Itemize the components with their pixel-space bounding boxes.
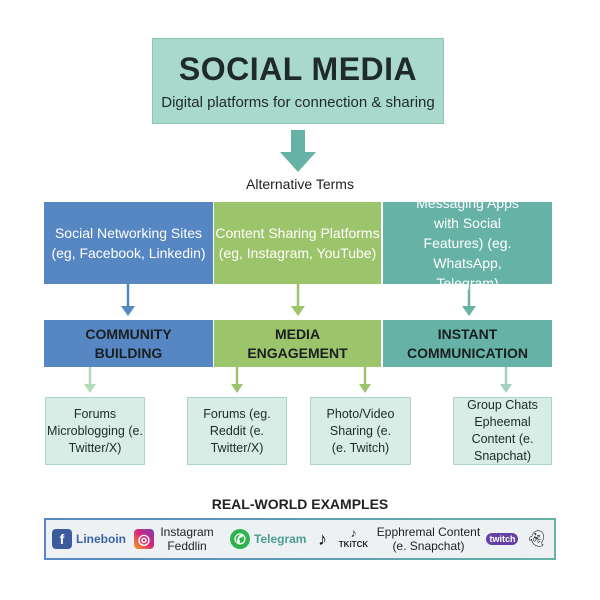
example-box: Forums (eg. Reddit (e. Twitter/X)	[187, 397, 287, 465]
example-label: Instagram Feddlin	[160, 525, 214, 553]
real-world-strip: f Lineboin ◎ Instagram Feddlin ✆ Telegra…	[44, 518, 556, 560]
main-arrow-icon	[280, 130, 316, 172]
term-box-content-sharing: Content Sharing Platforms (eg, Instagram…	[214, 202, 381, 284]
example-label: TKiTCK	[338, 540, 369, 549]
subtitle: Digital platforms for connection & shari…	[161, 94, 435, 111]
title-box: SOCIAL MEDIA Digital platforms for conne…	[152, 38, 444, 124]
tiktok-logo-icon: ♪TKiTCK	[338, 526, 369, 549]
instagram-icon: ◎	[134, 529, 154, 549]
real-world-title: REAL-WORLD EXAMPLES	[211, 496, 389, 512]
focus-community-building: COMMUNITY BUILDING	[44, 320, 213, 367]
focus-instant-communication: INSTANT COMMUNICATION	[383, 320, 552, 367]
term-box-messaging-apps: Messaging Apps with Social Features) (eg…	[383, 195, 552, 291]
focus-media-engagement: MEDIA ENGAGEMENT	[214, 320, 381, 367]
example-box: Photo/Video Sharing (e. (e. Twitch)	[310, 397, 411, 465]
example-label: Telegram	[254, 532, 307, 546]
example-label: Epphremal Content (e. Snapchat)	[376, 525, 481, 553]
page-title: SOCIAL MEDIA	[178, 51, 418, 87]
tiktok-icon: ♪	[317, 528, 327, 549]
term-box-social-networking: Social Networking Sites (eg, Facebook, L…	[44, 202, 213, 284]
facebook-icon: f	[52, 529, 72, 549]
example-box: Forums Microblogging (e. Twitter/X)	[45, 397, 145, 465]
whatsapp-icon: ✆	[230, 529, 250, 549]
example-label: Lineboin	[76, 532, 126, 546]
twitch-icon: twitch	[486, 533, 519, 545]
snapchat-icon: 👻︎	[526, 531, 547, 548]
example-box: Group Chats Epheemal Content (e. Snapcha…	[453, 397, 552, 465]
section-label: Alternative Terms	[246, 176, 354, 192]
